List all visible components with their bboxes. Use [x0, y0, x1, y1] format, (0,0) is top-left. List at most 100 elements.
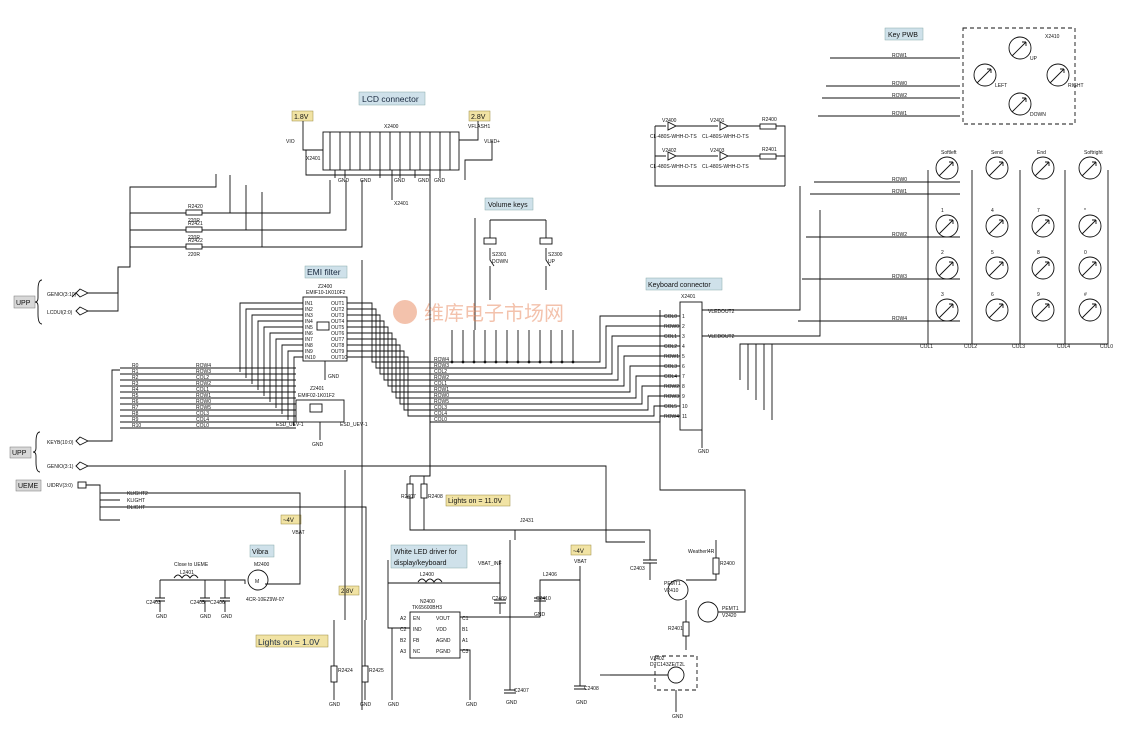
upp-brace-bottom [32, 431, 41, 473]
svg-text:V2400: V2400 [662, 118, 677, 124]
svg-text:VLEDOUT2: VLEDOUT2 [708, 334, 735, 340]
left-bus-label: COL1 [196, 387, 209, 393]
matrix-key [985, 298, 1009, 322]
emi-in-pin-label: IN9 [305, 349, 313, 355]
svg-text:PEMT1: PEMT1 [664, 581, 681, 587]
kb-connector-pin-number: 5 [682, 354, 685, 360]
svg-text:220R: 220R [188, 235, 200, 241]
voltage-2v8-bottom-tag: 2.8V [338, 585, 360, 596]
left-bus-label: ROW4 [196, 363, 211, 369]
svg-text:C2410: C2410 [536, 596, 551, 602]
col-line-label: COL2 [964, 344, 977, 350]
svg-text:VBAT_INF: VBAT_INF [478, 561, 502, 567]
mid-bus-line [430, 345, 680, 381]
svg-text:GND: GND [360, 702, 372, 708]
matrix-key-contact [988, 161, 1004, 177]
matrix-key-contact [1034, 303, 1050, 319]
left-bus-label: ROW3 [196, 369, 211, 375]
emi-in-wire [275, 338, 303, 408]
emi-in-wire [257, 320, 303, 390]
emi-in-pin-label: IN7 [305, 337, 313, 343]
left-bus-label: ROW2 [196, 381, 211, 387]
kb-connector-pin-label: COL1 [664, 334, 677, 340]
svg-text:EMIF02-1K01F2: EMIF02-1K01F2 [298, 393, 335, 399]
svg-text:GND: GND [312, 442, 324, 448]
bus-tap-dot [549, 360, 553, 364]
kb-connector-pin-number: 9 [682, 394, 685, 400]
svg-text:IND: IND [413, 627, 422, 633]
svg-text:GND: GND [576, 700, 588, 706]
matrix-key [1078, 156, 1102, 180]
svg-text:M: M [255, 579, 259, 585]
svg-text:EN: EN [413, 616, 420, 622]
bus-tap-dot [472, 360, 476, 364]
left-bus-index: R5 [132, 393, 139, 399]
nav-key-down [1008, 92, 1032, 116]
emi-out-wire [347, 320, 430, 381]
row-line-label: ROW2 [892, 93, 907, 99]
svg-text:R2421: R2421 [188, 221, 203, 227]
svg-text:VBAT: VBAT [574, 559, 587, 565]
kb-connector-pin-label: COL3 [664, 364, 677, 370]
mid-bus-label: ROW5 [434, 399, 449, 405]
emi-out-pin-label: OUT6 [331, 331, 345, 337]
matrix-key-contact [1081, 303, 1097, 319]
row-line-label: ROW4 [892, 316, 907, 322]
voltage-2v8-top-tag: 2.8V [468, 110, 491, 122]
kb-connector-pin-label: ROW3 [664, 394, 679, 400]
svg-text:R2425: R2425 [369, 668, 384, 674]
svg-text:AGND: AGND [436, 638, 451, 644]
bus-tap-dot [560, 360, 564, 364]
lcd-connector-x2400: X2400 GND GND GND GND GND VIO VFLASH1 VL… [286, 121, 500, 310]
emi-in-wire [251, 314, 303, 384]
matrix-key-contact [938, 161, 954, 177]
svg-text:Weatherl4R: Weatherl4R [688, 549, 715, 555]
svg-text:C2405: C2405 [190, 600, 205, 606]
matrix-key-label: 7 [1037, 208, 1040, 214]
nav-key-label: DOWN [1030, 112, 1046, 118]
svg-text:L2401: L2401 [180, 570, 194, 576]
svg-text:GND: GND [466, 702, 478, 708]
svg-text:VLEDOUT2: VLEDOUT2 [708, 309, 735, 315]
nav-key-contact [1049, 68, 1065, 84]
net-klight: KLIGHT [127, 498, 145, 504]
svg-text:L2406: L2406 [543, 572, 557, 578]
svg-text:A1: A1 [462, 638, 468, 644]
emi-out-wire [347, 302, 430, 363]
svg-text:X2401: X2401 [394, 201, 409, 207]
bus-tap-dot [505, 360, 509, 364]
volume-keys-block: S2301 DOWN S2300 UP [474, 218, 563, 330]
emi-out-wire [347, 332, 430, 393]
emi-out-wire [347, 326, 430, 387]
matrix-key-contact [1081, 219, 1097, 235]
svg-text:V2410: V2410 [664, 588, 679, 594]
svg-text:DTC143ZE/T2L: DTC143ZE/T2L [650, 662, 685, 668]
kb-connector-pin-label: COL5 [664, 404, 677, 410]
svg-text:R2407: R2407 [401, 494, 416, 500]
kb-connector-pin-number: 10 [682, 404, 688, 410]
net-genio-310: GENIO(3:10) [47, 292, 77, 298]
svg-text:R2408: R2408 [428, 494, 443, 500]
kb-connector-pin-label: ROW0 [664, 324, 679, 330]
emi-out-pin-label: OUT10 [331, 355, 347, 361]
svg-text:N2400: N2400 [420, 599, 435, 605]
svg-text:CL-480S-WHH-D-TS: CL-480S-WHH-D-TS [702, 134, 749, 140]
matrix-key-contact [1081, 261, 1097, 277]
nav-key-up [1008, 36, 1032, 60]
nav-key-contact [1011, 97, 1027, 113]
svg-text:X2400: X2400 [384, 124, 399, 130]
emi-filter-z2400: Z2400 EMIF10-1K010F2 IN1IN2IN3IN4IN5IN6I… [239, 284, 430, 426]
emi-in-wire [281, 344, 303, 414]
emi-out-pin-label: OUT9 [331, 349, 345, 355]
svg-text:GND: GND [394, 178, 406, 184]
row-line-label: ROW1 [892, 53, 907, 59]
key-pwb-header: Key PWB [884, 27, 924, 41]
emi-in-wire [263, 326, 303, 396]
left-port-arrows [71, 288, 90, 489]
vibra-block: Close to UEME L2401 VBAT M M2400 4CR-10E… [146, 530, 305, 620]
matrix-key-label: Send [991, 150, 1003, 156]
svg-text:GND: GND [221, 614, 233, 620]
white-led-driver-n2400: L2400 N2400 TK65600BH3 EN IND FB NC VOUT… [387, 540, 599, 708]
